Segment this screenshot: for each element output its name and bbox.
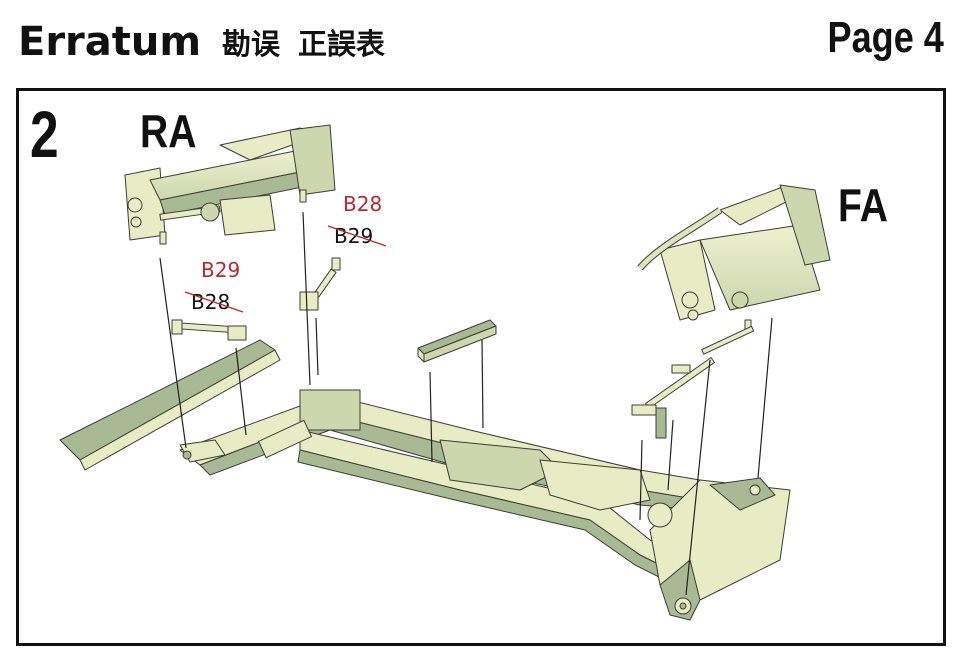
part-link-lower-rear — [171, 319, 247, 341]
chassis-frame — [59, 339, 791, 621]
front-axle-label: FA — [838, 179, 888, 231]
document-subtitle: 勘误正誤表 — [222, 22, 403, 66]
document-title: Erratum — [18, 19, 202, 65]
correction-b29-struck: B29 — [334, 224, 373, 248]
part-a27 — [417, 319, 497, 363]
part-link-upper-rear — [299, 257, 341, 311]
struck-part-label: B28 — [191, 290, 231, 314]
rear-axle-assembly — [124, 124, 336, 245]
page-number: Page 4 — [827, 13, 944, 62]
instruction-frame — [16, 88, 946, 646]
step-number: 2 — [30, 97, 59, 171]
leader-lines — [159, 211, 773, 596]
correction-b28-correct: B28 — [343, 192, 383, 216]
correction-b28-struck: B28 — [191, 290, 230, 314]
struck-part-label: B29 — [334, 224, 374, 248]
part-a9 — [631, 325, 755, 439]
subtitle-traditional-chinese: 正誤表 — [298, 27, 386, 61]
rear-axle-label: RA — [140, 105, 197, 157]
correction-b29-correct: B29 — [201, 258, 241, 282]
subtitle-simplified-chinese: 勘误 — [222, 27, 281, 61]
front-axle-assembly — [637, 184, 831, 333]
